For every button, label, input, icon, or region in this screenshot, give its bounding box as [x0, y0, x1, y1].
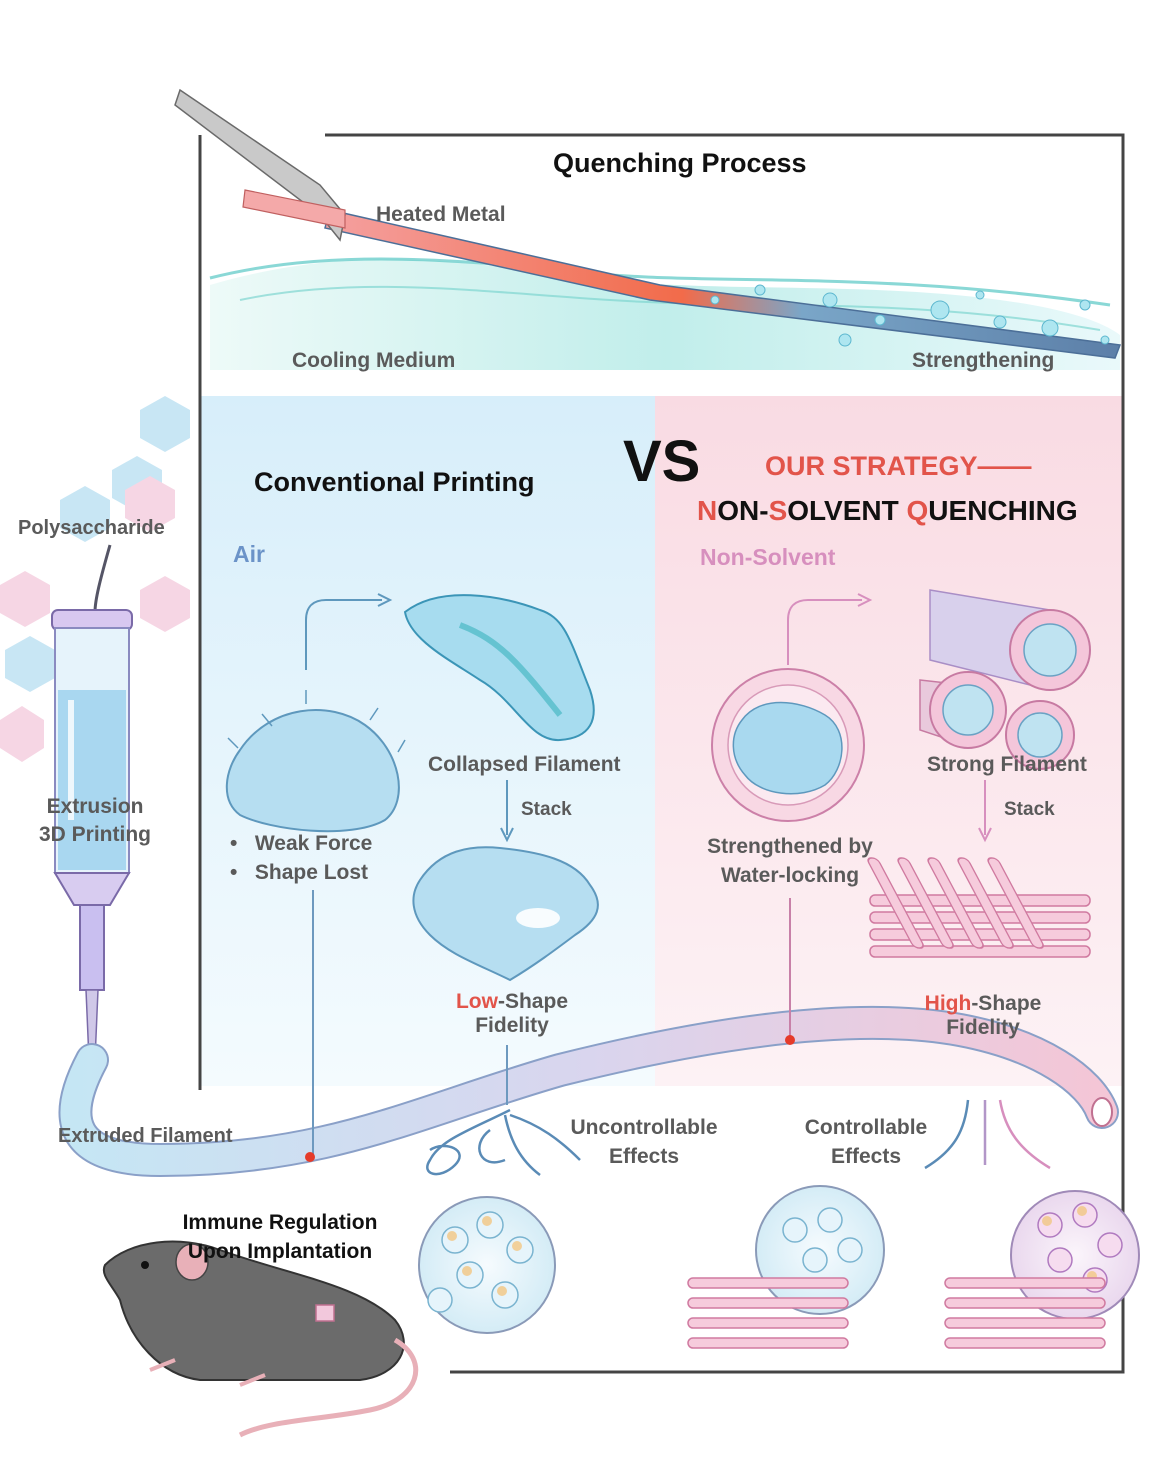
uncontrollable-arrows [426, 1108, 581, 1176]
syringe-icon [51, 544, 133, 1061]
metal-bar [324, 209, 1122, 359]
implant-scaffold-2 [944, 1277, 1106, 1349]
polysaccharide-label: Polysaccharide [18, 517, 165, 539]
mouse-icon [102, 1240, 419, 1438]
strengthening-label: Strengthening [912, 349, 1055, 372]
shapeless-blob [412, 846, 599, 982]
arrow-to-collapsed [305, 599, 382, 670]
implant-scaffold-1 [687, 1277, 849, 1349]
conventional-title: Conventional Printing [254, 467, 535, 497]
weak-hydrogel-blob [225, 709, 400, 833]
shape-lost-label: • Shape Lost [230, 861, 369, 884]
frame [198, 133, 1125, 1374]
controllable-arrows [924, 1099, 1051, 1170]
weak-force-label: • Weak Force [230, 832, 373, 855]
quenching-title: Quenching Process [553, 148, 807, 178]
polysaccharide-hexagons [0, 396, 190, 762]
heated-metal-label: Heated Metal [376, 203, 506, 226]
non-solvent-label: Non-Solvent [700, 544, 836, 570]
air-label: Air [233, 541, 265, 567]
water-droplets [710, 284, 1110, 347]
strategy-subtitle: NON-SOLVENT QUENCHING [697, 495, 1078, 526]
extruded-filament-label: Extruded Filament [58, 1125, 233, 1147]
strategy-title: OUR STRATEGY—— [765, 451, 1032, 481]
stack-label-conventional: Stack [521, 799, 572, 820]
collapsed-filament [403, 594, 595, 742]
collapsed-filament-label: Collapsed Filament [428, 753, 621, 776]
strong-filament-label: Strong Filament [927, 753, 1087, 776]
scaffold-icon [867, 857, 1091, 958]
low-fidelity-label: Low-Shape Fidelity [455, 990, 568, 1037]
strong-filament-tubes [919, 589, 1091, 770]
high-fidelity-label: High-Shape Fidelity [924, 992, 1042, 1039]
tweezers-icon [174, 88, 346, 242]
vs-label: VS [623, 429, 701, 494]
force-arrows [227, 690, 406, 753]
cooling-medium-label: Cooling Medium [292, 349, 456, 372]
stack-label-strategy: Stack [1004, 799, 1055, 820]
